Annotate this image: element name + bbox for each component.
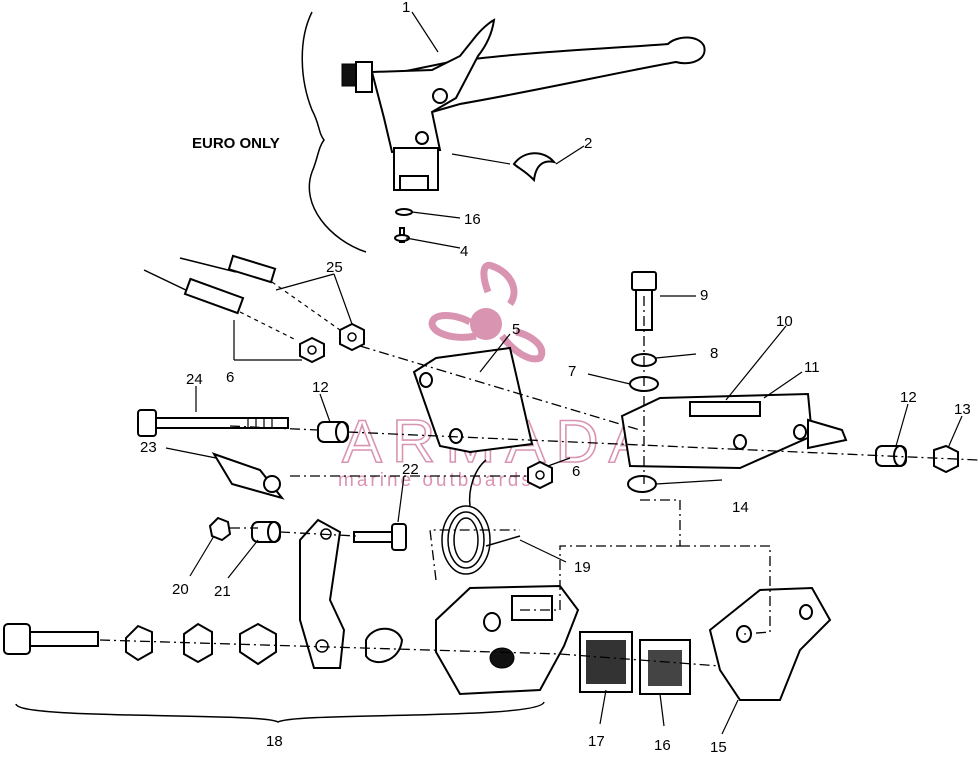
part-4-pin [394,227,410,243]
callout-25: 25 [326,259,343,276]
callout-1: 1 [402,0,410,16]
part-5-bracket [412,346,534,454]
alignment-lines [99,296,978,667]
part-11-caliper-housing [620,392,848,470]
part-16-backing-plate [639,639,691,695]
part-24-bolt [137,409,289,437]
callout-8: 8 [710,345,718,362]
callout-11: 11 [804,359,820,376]
callout-3: 16 [464,211,481,228]
part-17-brake-pad [579,631,633,693]
callout-13: 13 [954,401,971,418]
part-2-crescent [512,152,557,183]
cable-assembly [143,254,341,341]
part-10-window [689,401,761,417]
brake-lever-assembly [341,18,706,191]
callout-2: 2 [584,135,592,152]
callout-17: 17 [588,733,605,750]
callout-22: 22 [402,461,419,478]
part-18-adjuster-bolt [3,622,404,666]
watermark-tagline: marine outboards [338,470,534,491]
part-6-nut-upper [299,336,325,364]
part-18-bracket [15,701,545,723]
callout-12-left: 12 [312,379,329,396]
part-6-nut-lower [527,460,553,490]
callout-9: 9 [700,287,708,304]
euro-only-brace [301,11,367,253]
callout-4: 4 [460,243,468,260]
callout-7: 7 [568,363,576,380]
part-18-caliper-body [435,584,580,696]
watermark-logo: ARMADA marine outboards [338,261,650,491]
part-21-spacer [251,521,281,543]
callout-12-right: 12 [900,389,917,406]
callout-10: 10 [776,313,793,330]
part-23-block [211,452,285,500]
part-14-nut [627,475,657,493]
callout-15: 15 [710,739,727,754]
part-12-spacer-left [317,421,349,443]
callout-21: 21 [214,583,231,600]
callout-6-upper: 6 [226,369,234,386]
callout-16: 16 [654,737,671,754]
part-3-clip [395,208,413,216]
callout-5: 5 [512,321,520,338]
callout-24: 24 [186,371,203,388]
part-19-spring [441,459,521,575]
euro-only-label: EURO ONLY [192,135,280,152]
part-13-nut [933,444,959,474]
leader-lines [165,11,963,735]
callout-19: 19 [574,559,591,576]
callout-numbers: 1 2 16 4 5 6 6 7 8 9 10 11 12 12 13 14 1… [140,0,971,756]
part-22-screw [353,523,407,551]
part-20-nut [208,516,232,542]
callout-18: 18 [266,733,283,750]
part-18-lever-arm [299,518,346,669]
callout-20: 20 [172,581,189,598]
callout-14: 14 [732,499,749,516]
callout-23: 23 [140,439,157,456]
callout-6-lower: 6 [572,463,580,480]
